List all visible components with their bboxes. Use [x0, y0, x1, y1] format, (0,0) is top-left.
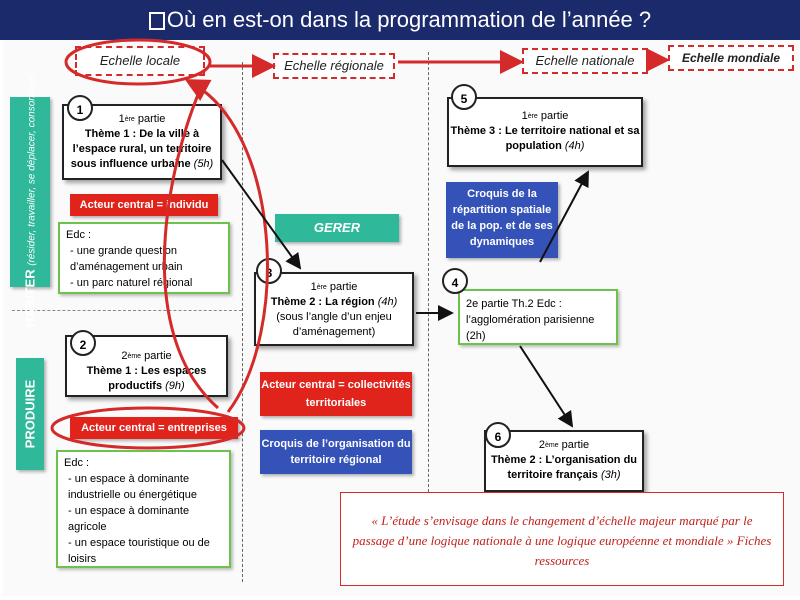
curve-inner [162, 89, 219, 410]
theme-produire: PRODUIRE [16, 358, 44, 470]
actor-individu: Acteur central = individu [70, 194, 218, 216]
slide-title-bar: Où en est-on dans la programmation de l’… [0, 0, 800, 40]
step-number-6: 6 [485, 422, 511, 448]
edc-produire-item: - un espace à dominante agricole [68, 505, 190, 533]
step-4-line: 2e partie Th.2 Edc : [466, 298, 562, 310]
edc-produire-title: Edc : [64, 457, 90, 469]
edc-habiter-item: - un parc naturel régional [70, 277, 193, 289]
edc-habiter-item: - une grande question d’aménagement urba… [70, 245, 183, 273]
step-number-3: 3 [256, 258, 282, 284]
step-2-part: 2ème partie [121, 350, 172, 362]
step-1-part: 1ère partie [118, 113, 166, 125]
scale-regionale: Echelle régionale [273, 53, 395, 79]
step-number-5: 5 [451, 84, 477, 110]
edc-produire-item: - un espace à dominante industrielle ou … [68, 473, 198, 501]
edc-habiter-title: Edc : [66, 229, 92, 241]
column-divider-right [428, 52, 429, 492]
actor-collectivites: Acteur central = collectivités territori… [260, 372, 412, 416]
highlight-ellipse-locale [64, 38, 212, 86]
step-3-part: 1ère partie [310, 281, 358, 293]
theme-habiter: HABITER (résider, travailler, se déplace… [10, 57, 50, 327]
highlight-ellipse-entreprises [50, 406, 246, 450]
edc-habiter: Edc : - une grande question d’aménagemen… [58, 222, 230, 294]
actor-entreprises: Acteur central = entreprises [70, 417, 238, 439]
scale-locale: Echelle locale [75, 46, 205, 76]
step-3-theme: Thème 2 : La région (4h) [270, 296, 398, 308]
arrow-4-to-6 [519, 345, 574, 428]
step-5-part: 1ère partie [521, 110, 569, 122]
checkbox-bullet-icon [148, 12, 165, 31]
scale-mondiale: Echelle mondiale [668, 45, 794, 71]
step-5-theme: Thème 3 : Le territoire national et sa p… [450, 125, 640, 152]
scale-nationale: Echelle nationale [522, 48, 648, 74]
step-4-line: (2h) [466, 330, 486, 342]
step-6-part: 2ème partie [538, 439, 590, 451]
slide-title: Où en est-on dans la programmation de l’… [166, 7, 652, 32]
column-divider-left [242, 62, 243, 582]
theme-gerer: GERER [275, 214, 399, 242]
croquis-spatiale: Croquis de la répartition spatiale de la… [446, 182, 558, 258]
step-box-4: 2e partie Th.2 Edc : l’agglomération par… [458, 289, 618, 345]
arrow-1-to-3 [221, 159, 302, 270]
step-1-theme: Thème 1 : De la ville à l’espace rural, … [70, 128, 214, 170]
step-number-2: 2 [70, 330, 96, 356]
step-box-5: 1ère partie Thème 3 : Le territoire nati… [447, 97, 643, 167]
step-box-6: 2ème partie Thème 2 : L’organisation du … [484, 430, 644, 492]
croquis-regional: Croquis de l’organisation du territoire … [260, 430, 412, 474]
edc-produire: Edc : - un espace à dominante industriel… [56, 450, 231, 568]
step-4-line: l’agglomération parisienne [466, 314, 595, 326]
step-box-3: 1ère partie Thème 2 : La région (4h) (so… [254, 272, 414, 346]
quote-box: « L’étude s’envisage dans le changement … [340, 492, 784, 586]
step-number-4: 4 [442, 268, 468, 294]
row-divider [12, 310, 242, 311]
curve-entreprises-locale [184, 79, 269, 413]
step-number-1: 1 [67, 95, 93, 121]
step-6-theme: Thème 2 : L’organisation du territoire f… [490, 454, 638, 481]
arrow-4-to-5 [539, 170, 589, 263]
step-3-extra: (sous l’angle d’un enjeu d’aménagement) [276, 311, 392, 338]
step-2-theme: Thème 1 : Les espaces productifs (9h) [86, 365, 207, 392]
edc-produire-item: - un espace touristique ou de loisirs [68, 537, 210, 565]
